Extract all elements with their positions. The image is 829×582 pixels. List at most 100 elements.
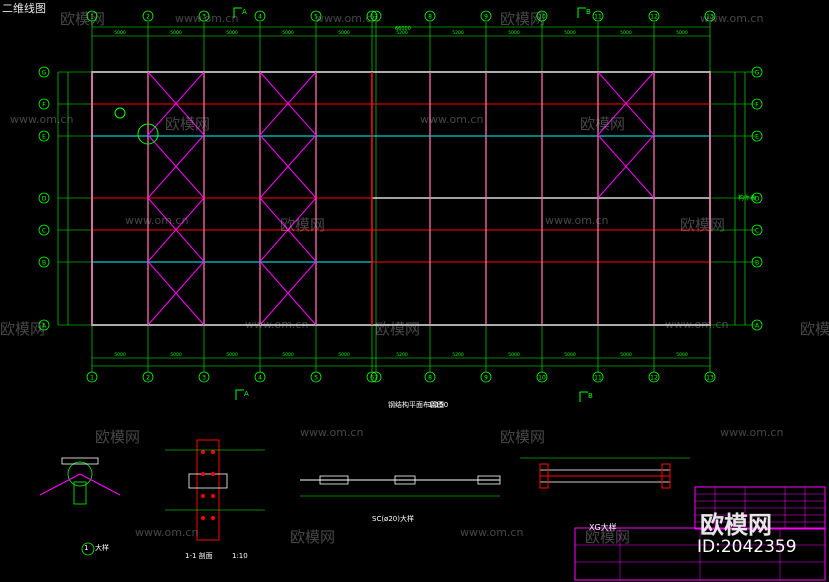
axis-bubble — [704, 10, 716, 22]
axis-bubble-label: 3 — [202, 375, 206, 382]
axis-bubble — [198, 371, 210, 383]
section-bolt — [201, 472, 205, 476]
dimension-label: 5200 — [396, 352, 408, 358]
axis-bubble — [142, 371, 154, 383]
section-cut-label: A — [242, 8, 247, 16]
axis-bubble — [751, 98, 763, 110]
axis-bubble — [751, 192, 763, 204]
axis-bubble-label: 9 — [484, 375, 488, 382]
section-bolt — [211, 494, 215, 498]
watermark-text: 欧模网 — [165, 115, 211, 133]
axis-bubble — [592, 371, 604, 383]
axis-bubble-label: 3 — [202, 14, 206, 21]
axis-bubble-label: 6 — [370, 375, 374, 382]
axis-bubble-label: A — [755, 323, 760, 330]
watermark-text: 欧模网 — [95, 428, 141, 446]
watermark-text: 欧模网 — [0, 320, 46, 338]
axis-bubble — [751, 224, 763, 236]
axis-bubble — [536, 10, 548, 22]
axis-bubble-label: 1 — [90, 14, 94, 21]
axis-bubble-label: 12 — [650, 14, 658, 21]
axis-bubble — [142, 10, 154, 22]
axis-bubble-label: A — [42, 323, 47, 330]
axis-bubble-label: 4 — [258, 14, 262, 21]
axis-bubble — [751, 319, 763, 331]
axis-bubble-label: 11 — [594, 14, 602, 21]
dimension-label: 5000 — [508, 30, 520, 36]
bracing-line — [259, 261, 317, 326]
detail-drawings — [39, 439, 690, 556]
window-label: 二维线图 — [0, 0, 48, 16]
axis-bubble-label: E — [42, 134, 46, 141]
detail1-node — [67, 461, 93, 487]
axis-bubble — [38, 224, 50, 236]
dimension-label: 5000 — [226, 30, 238, 36]
section-cut-label: B — [586, 8, 591, 16]
axis-bubble-label: D — [42, 196, 47, 203]
watermark-url: www.om.cn — [300, 426, 364, 439]
detail1-brace — [39, 473, 81, 496]
axis-bubble — [38, 192, 50, 204]
bracing-line — [147, 261, 205, 326]
bracing-line — [597, 134, 655, 199]
watermark-url: www.om.cn — [545, 214, 609, 227]
watermark-url: www.om.cn — [175, 12, 239, 25]
axis-bubble-label: E — [755, 134, 759, 141]
axis-bubble — [38, 98, 50, 110]
axis-bubble — [370, 371, 382, 383]
detail1-bubble — [81, 542, 95, 556]
detail-callout — [114, 107, 126, 119]
section-bolt — [211, 450, 215, 454]
axis-bubble-label: 12 — [650, 375, 658, 382]
dimension-label: 5000 — [676, 352, 688, 358]
axis-bubble-label: 10 — [538, 375, 546, 382]
section-bolt — [201, 516, 205, 520]
axis-bubble — [310, 371, 322, 383]
beam-layer — [91, 71, 711, 326]
watermark-url: www.om.cn — [665, 318, 729, 331]
dimension-label: 5000 — [338, 352, 350, 358]
axis-bubble-label: 2 — [146, 14, 150, 21]
axis-bubble — [38, 319, 50, 331]
axis-bubble-label: 11 — [594, 375, 602, 382]
axis-bubble-label: F — [42, 102, 46, 109]
axis-bubble-label: G — [42, 70, 47, 77]
axis-bubble-label: D — [755, 196, 760, 203]
title-block — [574, 486, 826, 581]
watermark-url: www.om.cn — [245, 318, 309, 331]
bracing-line — [259, 197, 317, 262]
axis-bubble — [254, 10, 266, 22]
watermark-url: www.om.cn — [720, 426, 784, 439]
axis-bubble-label: 9 — [484, 14, 488, 21]
watermark-brand: 欧模网 — [700, 511, 772, 539]
axis-bubble-label: B — [42, 260, 46, 267]
axis-bubble-label: 10 — [538, 14, 546, 21]
section-plate — [188, 473, 228, 489]
axis-bubble-label: 5 — [314, 14, 318, 21]
dimension-label: 5000 — [114, 352, 126, 358]
plan-title: 钢结构平面布置图 — [388, 400, 444, 409]
watermark-url: www.om.cn — [125, 214, 189, 227]
watermark-text: 欧模网 — [585, 528, 631, 546]
xg-endplate — [661, 463, 671, 489]
sc-end — [477, 475, 501, 485]
watermark-url: www.om.cn — [420, 113, 484, 126]
section-bolt — [211, 472, 215, 476]
total-dimension: 66000 — [395, 26, 411, 32]
dimension-label: 5000 — [338, 30, 350, 36]
section-bolt — [201, 494, 205, 498]
axis-bubble-label: C — [42, 228, 46, 235]
axis-bubble-label: 8 — [428, 375, 432, 382]
axis-bubble-label: G — [755, 70, 760, 77]
dimension-label: 5000 — [564, 30, 576, 36]
section-cut-mark — [579, 391, 588, 402]
bracing-line — [259, 134, 317, 199]
watermark-text: 欧模网 — [280, 216, 326, 234]
bracing-line — [147, 134, 205, 199]
axis-bubble — [536, 371, 548, 383]
axis-bubble — [38, 256, 50, 268]
dimension-label: 5000 — [508, 352, 520, 358]
axis-bubble — [704, 371, 716, 383]
dimension-label: 5000 — [564, 352, 576, 358]
